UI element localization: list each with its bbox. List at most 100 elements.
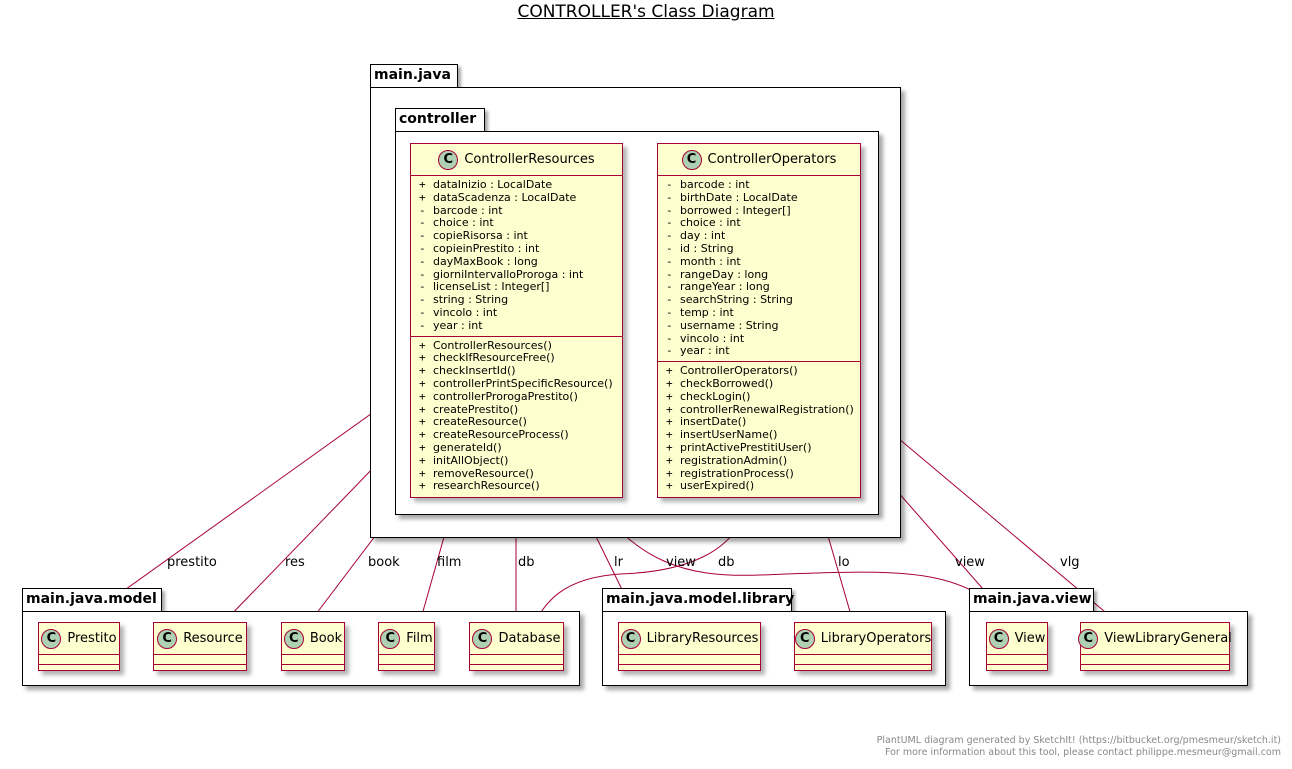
edge-label-prestito: prestito bbox=[167, 555, 217, 570]
edge-label-res: res bbox=[285, 555, 305, 570]
class-c-icon: C bbox=[41, 628, 62, 649]
class-c-icon: C bbox=[438, 149, 459, 170]
methods-section bbox=[379, 664, 434, 673]
method-row: +checkBorrowed() bbox=[666, 376, 774, 390]
fields-section bbox=[987, 654, 1047, 664]
class-name: LibraryResources bbox=[646, 631, 759, 646]
diagram-title: CONTROLLER's Class Diagram bbox=[517, 2, 775, 22]
method-row: +checkLogin() bbox=[666, 389, 751, 403]
class-header: C ControllerResources bbox=[411, 144, 622, 175]
class-controller-resources[interactable]: C ControllerResources +dataInizio : Loca… bbox=[410, 143, 623, 498]
footer-line-generator: PlantUML diagram generated by SketchIt! … bbox=[876, 735, 1281, 746]
class-name: Prestito bbox=[67, 631, 117, 646]
field-row: -copieinPrestito : int bbox=[419, 241, 540, 255]
field-row: -string : String bbox=[419, 293, 509, 307]
class-c-icon: C bbox=[472, 628, 493, 649]
method-row: +ControllerOperators() bbox=[666, 364, 798, 378]
field-row: -choice : int bbox=[419, 216, 494, 230]
edge-label-lr: lr bbox=[614, 555, 623, 570]
package-tab-model: main.java.model bbox=[22, 588, 162, 612]
class-header: C ControllerOperators bbox=[658, 144, 860, 175]
field-row: -rangeDay : long bbox=[666, 267, 769, 281]
class-name: Film bbox=[406, 631, 433, 646]
package-label-library: main.java.model.library bbox=[606, 591, 795, 607]
edge-label-view-operators: view bbox=[955, 555, 985, 570]
method-row: +ControllerResources() bbox=[419, 338, 552, 352]
methods-section bbox=[470, 664, 563, 673]
package-label-model: main.java.model bbox=[26, 591, 157, 607]
package-label-controller: controller bbox=[399, 111, 477, 127]
field-row: -month : int bbox=[666, 254, 741, 268]
field-row: +dataScadenza : LocalDate bbox=[419, 190, 577, 204]
methods-section bbox=[1081, 664, 1229, 673]
class-controller-operators[interactable]: C ControllerOperators -barcode : int -bi… bbox=[657, 143, 861, 498]
fields-section bbox=[282, 654, 344, 664]
field-row: -copieRisorsa : int bbox=[419, 229, 528, 243]
class-view-library-general[interactable]: C ViewLibraryGeneral bbox=[1078, 622, 1232, 673]
fields-section bbox=[39, 654, 119, 664]
method-row: +insertDate() bbox=[666, 415, 747, 429]
method-row: +registrationAdmin() bbox=[666, 453, 788, 467]
class-name: LibraryOperators bbox=[820, 631, 932, 646]
field-row: -id : String bbox=[666, 241, 734, 255]
class-prestito[interactable]: C Prestito bbox=[38, 622, 120, 671]
edge-label-film: film bbox=[437, 555, 462, 570]
package-label-view: main.java.view bbox=[973, 591, 1092, 607]
field-row: -temp : int bbox=[666, 305, 734, 319]
class-name: ControllerOperators bbox=[707, 152, 837, 167]
edge-label-lo: lo bbox=[838, 555, 850, 570]
method-row: +checkIfResourceFree() bbox=[419, 351, 555, 365]
methods-section bbox=[619, 664, 760, 673]
class-name: ViewLibraryGeneral bbox=[1104, 631, 1232, 646]
fields-section bbox=[795, 654, 931, 664]
method-row: +controllerRenewalRegistration() bbox=[666, 402, 854, 416]
field-row: -year : int bbox=[666, 344, 730, 358]
field-row: -borrowed : Integer[] bbox=[666, 203, 791, 217]
field-row: -username : String bbox=[666, 318, 779, 332]
fields-section bbox=[1081, 654, 1229, 664]
methods-section: +ControllerOperators() +checkBorrowed() … bbox=[658, 361, 860, 496]
class-database[interactable]: C Database bbox=[469, 622, 564, 671]
edge-label-db-operators: db bbox=[718, 555, 735, 570]
method-row: +createResource() bbox=[419, 415, 527, 429]
method-row: +createPrestito() bbox=[419, 402, 519, 416]
package-tab-controller: controller bbox=[395, 108, 485, 132]
edge-label-db-resources: db bbox=[518, 555, 535, 570]
class-header: C Database bbox=[470, 623, 563, 654]
class-film[interactable]: C Film bbox=[378, 622, 435, 671]
field-row: -licenseList : Integer[] bbox=[419, 280, 550, 294]
class-c-icon: C bbox=[380, 628, 401, 649]
fields-section: -barcode : int -birthDate : LocalDate -b… bbox=[658, 175, 860, 361]
class-c-icon: C bbox=[157, 628, 178, 649]
field-row: -vincolo : int bbox=[419, 305, 498, 319]
edge-prestito bbox=[79, 385, 411, 623]
edge-view-resources bbox=[588, 497, 1013, 623]
field-row: -vincolo : int bbox=[666, 331, 745, 345]
field-row: +dataInizio : LocalDate bbox=[419, 178, 553, 191]
class-c-icon: C bbox=[1078, 628, 1099, 649]
package-tab-view: main.java.view bbox=[969, 588, 1094, 612]
fields-section bbox=[154, 654, 246, 664]
footer-credits: PlantUML diagram generated by SketchIt! … bbox=[877, 735, 1281, 759]
methods-section bbox=[39, 664, 119, 673]
class-c-icon: C bbox=[283, 628, 304, 649]
edge-label-book: book bbox=[368, 555, 400, 570]
package-tab-library: main.java.model.library bbox=[602, 588, 795, 612]
field-row: -choice : int bbox=[666, 216, 741, 230]
field-row: -searchString : String bbox=[666, 293, 793, 307]
field-row: -rangeYear : long bbox=[666, 280, 770, 294]
field-row: -dayMaxBook : long bbox=[419, 254, 538, 268]
methods-section bbox=[154, 664, 246, 673]
class-name: Database bbox=[498, 631, 561, 646]
field-row: -barcode : int bbox=[419, 203, 503, 217]
